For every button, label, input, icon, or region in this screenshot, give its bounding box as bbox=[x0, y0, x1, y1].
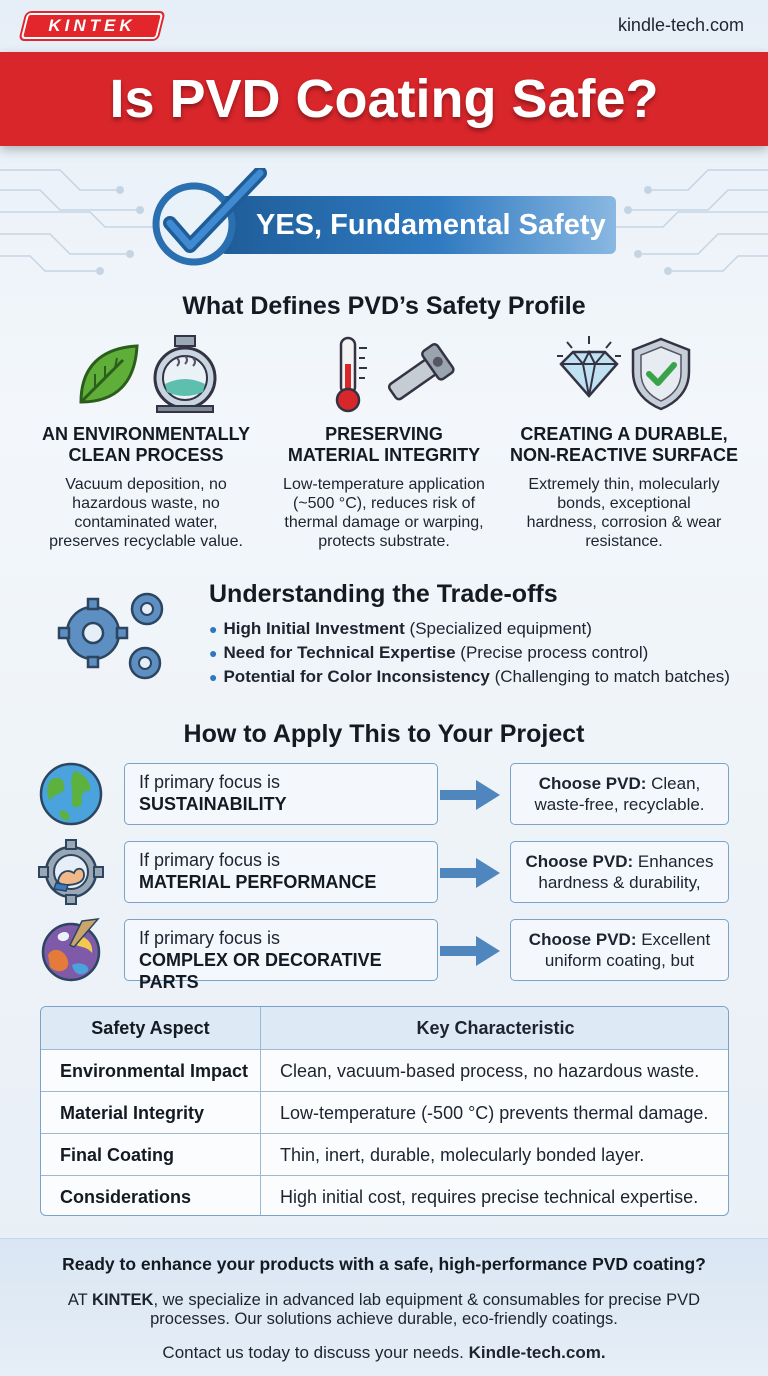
verdict-pill: YES, Fundamental Safety bbox=[220, 196, 616, 254]
tradeoffs-heading: Understanding the Trade-offs bbox=[209, 580, 558, 608]
column-header: Key Characteristic bbox=[416, 1018, 575, 1038]
checkmark-icon bbox=[152, 168, 267, 266]
profile-heading: What Defines PVD’s Safety Profile bbox=[182, 292, 586, 320]
gears-icon bbox=[57, 592, 164, 680]
arrow-right-icon bbox=[440, 858, 500, 888]
focus-label: If primary focus is bbox=[139, 850, 281, 870]
globe-icon bbox=[39, 762, 103, 826]
focus-box: If primary focus is MATERIAL PERFORMANCE bbox=[124, 841, 438, 903]
column-header: Safety Aspect bbox=[41, 1007, 261, 1049]
table-cell: Environmental Impact bbox=[41, 1050, 261, 1092]
table-cell: Low-temperature (-500 °C) prevents therm… bbox=[280, 1103, 709, 1123]
profile-icons bbox=[259, 334, 509, 424]
choice-box: Choose PVD: Clean,waste-free, recyclable… bbox=[510, 763, 729, 825]
footer-cta: Ready to enhance your products with a sa… bbox=[62, 1254, 706, 1274]
footer-contact: Contact us today to discuss your needs. … bbox=[162, 1343, 606, 1362]
table-cell: Considerations bbox=[41, 1176, 261, 1215]
focus-value: SUSTAINABILITY bbox=[139, 794, 287, 814]
thermometer-icon bbox=[335, 336, 367, 413]
apply-row-sustainability: If primary focus is SUSTAINABILITY Choos… bbox=[0, 762, 768, 826]
list-item: ●High Initial Investment (Specialized eq… bbox=[209, 619, 592, 638]
footer-site-link[interactable]: Kindle-tech.com. bbox=[468, 1343, 606, 1362]
page-title: Is PVD Coating Safe? bbox=[109, 69, 659, 129]
focus-value: COMPLEX OR DECORATIVE PARTS bbox=[139, 950, 382, 992]
verdict-badge: YES, Fundamental Safety bbox=[150, 168, 620, 268]
focus-box: If primary focus is COMPLEX OR DECORATIV… bbox=[124, 919, 438, 992]
table-row: Environmental Impact Clean, vacuum-based… bbox=[41, 1049, 728, 1092]
focus-label: If primary focus is bbox=[139, 928, 281, 948]
list-item: ●Potential for Color Inconsistency (Chal… bbox=[209, 667, 730, 686]
table-cell: High initial cost, requires precise tech… bbox=[280, 1187, 699, 1207]
strength-gear-icon bbox=[38, 839, 104, 905]
focus-label: If primary focus is bbox=[139, 772, 281, 792]
profile-icons bbox=[499, 334, 749, 424]
palette-icon bbox=[41, 918, 101, 982]
circuit-decoration-left-icon bbox=[0, 169, 164, 275]
profile-icons bbox=[21, 334, 271, 424]
table-row: Considerations High initial cost, requir… bbox=[41, 1175, 728, 1215]
tradeoffs-list: ●High Initial Investment (Specialized eq… bbox=[209, 617, 730, 689]
diamond-icon bbox=[557, 336, 621, 398]
focus-box: If primary focus is SUSTAINABILITY bbox=[124, 763, 438, 825]
profile-column-surface: CREATING A DURABLE,NON-REACTIVE SURFACE … bbox=[499, 334, 749, 551]
arrow-right-icon bbox=[440, 936, 500, 966]
profile-title: CREATING A DURABLE,NON-REACTIVE SURFACE bbox=[509, 424, 738, 465]
footer-paragraph: AT KINTEK, we specialize in advanced lab… bbox=[67, 1291, 701, 1328]
table-header-row: Safety Aspect Key Characteristic bbox=[41, 1007, 728, 1049]
leaf-icon bbox=[79, 344, 139, 404]
title-banner: Is PVD Coating Safe? bbox=[0, 52, 768, 146]
arrow-right-icon bbox=[440, 780, 500, 810]
focus-value: MATERIAL PERFORMANCE bbox=[139, 872, 377, 892]
footer: Ready to enhance your products with a sa… bbox=[0, 1238, 768, 1376]
tradeoffs-section: Understanding the Trade-offs ●High Initi… bbox=[209, 580, 730, 689]
site-url[interactable]: kindle-tech.com bbox=[617, 15, 744, 35]
table-row: Material Integrity Low-temperature (-500… bbox=[41, 1091, 728, 1134]
table-cell: Final Coating bbox=[41, 1134, 261, 1176]
kintek-logo[interactable]: KINTEK bbox=[18, 11, 166, 41]
summary-table: Safety Aspect Key Characteristic Environ… bbox=[40, 1006, 729, 1216]
list-item: ●Need for Technical Expertise (Precise p… bbox=[209, 643, 649, 662]
apply-heading: How to Apply This to Your Project bbox=[183, 720, 585, 748]
logo-text: KINTEK bbox=[48, 16, 136, 35]
table-row: Final Coating Thin, inert, durable, mole… bbox=[41, 1133, 728, 1176]
apply-row-decorative: If primary focus is COMPLEX OR DECORATIV… bbox=[0, 918, 768, 992]
bolt-part-icon bbox=[387, 343, 455, 401]
table-cell: Thin, inert, durable, molecularly bonded… bbox=[280, 1145, 645, 1165]
profile-desc: Low-temperature application(~500 °C), re… bbox=[283, 476, 485, 550]
table-cell: Clean, vacuum-based process, no hazardou… bbox=[280, 1061, 700, 1081]
top-bar: KINTEK kindle-tech.com bbox=[0, 0, 768, 52]
shield-check-icon bbox=[631, 337, 691, 411]
apply-row-performance: If primary focus is MATERIAL PERFORMANCE… bbox=[0, 839, 768, 905]
vacuum-chamber-icon bbox=[153, 335, 217, 413]
verdict-text: YES, Fundamental Safety bbox=[256, 209, 606, 241]
table-cell: Material Integrity bbox=[41, 1092, 261, 1134]
